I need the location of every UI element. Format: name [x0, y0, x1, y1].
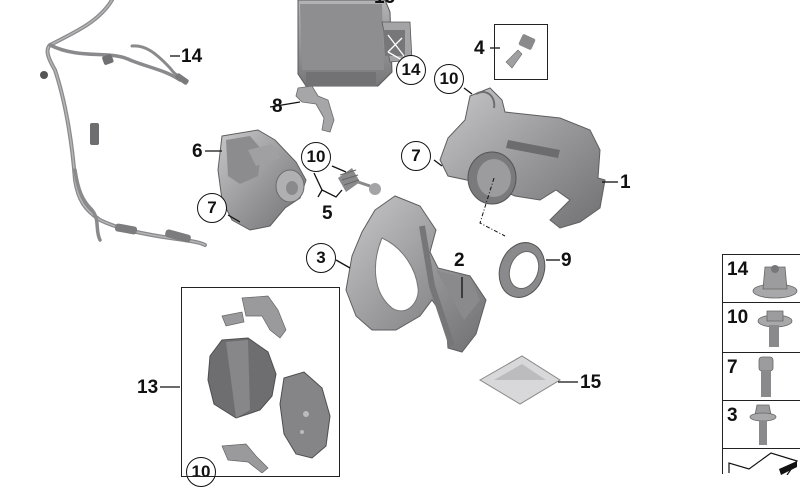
callout-6[interactable]: 6 — [192, 141, 203, 162]
socket-head-screw-icon — [758, 356, 774, 397]
brake-caliper-housing-part[interactable] — [439, 87, 606, 229]
brake-pad-set-part[interactable] — [207, 295, 331, 473]
callout-12[interactable]: 14 — [181, 46, 203, 67]
callout-3[interactable]: 3 — [306, 243, 336, 273]
parts-diagram: 15 14 8 6 5 4 1 2 9 13 15 14 10 10 7 7 3… — [40, 0, 800, 487]
callout-10-guide[interactable]: 10 — [301, 142, 331, 172]
callout-14[interactable]: 14 — [396, 55, 426, 85]
diagram-symbol-icon — [728, 452, 798, 475]
caliper-carrier-part[interactable] — [345, 195, 487, 353]
fastener-legend: 14 10 7 3 — [722, 254, 800, 475]
brake-pad-set-box — [181, 287, 340, 477]
guide-pin-part[interactable] — [338, 168, 381, 195]
bleeder-set-box — [494, 24, 548, 80]
mounting-bracket-part[interactable] — [295, 85, 335, 133]
callout-10-upper[interactable]: 10 — [434, 64, 464, 94]
legend-item-10[interactable]: 10 — [723, 303, 800, 353]
callout-7-actuator[interactable]: 7 — [197, 193, 227, 223]
legend-item-symbol[interactable] — [723, 449, 800, 475]
parking-brake-actuator-part[interactable] — [217, 129, 307, 231]
callout-2[interactable]: 2 — [454, 250, 465, 271]
hex-flange-bolt-icon — [757, 310, 793, 347]
callout-15[interactable]: 15 — [580, 372, 602, 393]
legend-item-7[interactable]: 7 — [723, 353, 800, 401]
diagram-artwork — [40, 0, 618, 473]
legend-item-14[interactable]: 14 — [723, 255, 800, 303]
callout-13[interactable]: 15 — [374, 0, 395, 7]
callout-8[interactable]: 8 — [272, 96, 283, 117]
legend-item-3[interactable]: 3 — [723, 401, 800, 449]
callout-5[interactable]: 5 — [322, 203, 333, 224]
callout-1[interactable]: 1 — [620, 172, 631, 193]
collar-nut-icon — [752, 265, 798, 299]
callout-7-caliper[interactable]: 7 — [401, 141, 431, 171]
grease-packet-part[interactable] — [479, 355, 561, 405]
flange-bolt-washer-icon — [749, 404, 777, 445]
callout-9[interactable]: 9 — [561, 250, 572, 271]
leader-lines — [160, 47, 618, 388]
callout-4[interactable]: 4 — [474, 38, 485, 59]
bleeder-valve-part[interactable] — [505, 34, 536, 69]
wear-sensor-cable-part[interactable] — [45, 0, 207, 247]
callout-11[interactable]: 13 — [137, 377, 159, 398]
piston-seal-part[interactable] — [492, 236, 552, 304]
